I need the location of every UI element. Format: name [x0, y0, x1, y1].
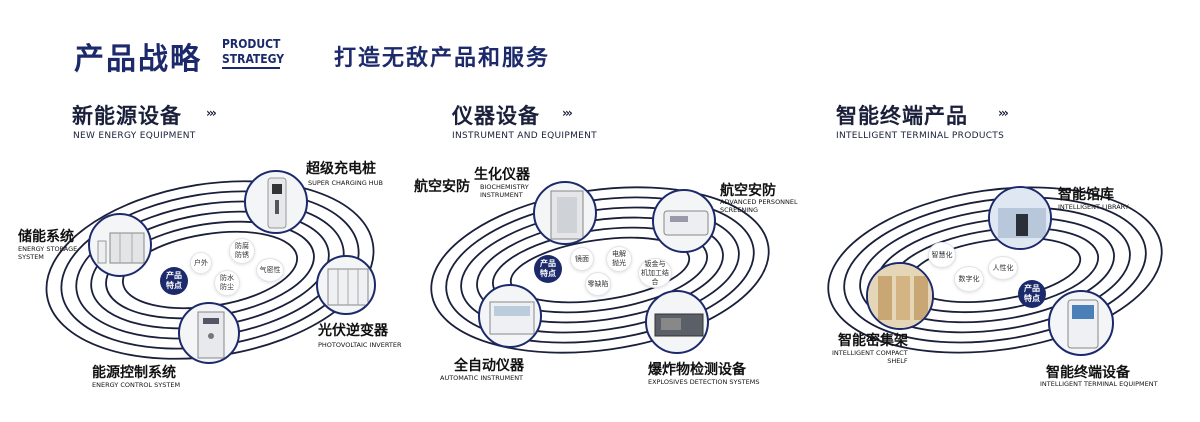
product-label: 航空安防 — [720, 183, 776, 199]
feature-bubble: 防腐 防锈 — [229, 238, 255, 264]
pv-inverter-photo — [316, 255, 376, 315]
product-label: 智能密集架 — [838, 333, 908, 349]
feature-bubble: 电解 抛光 — [606, 246, 632, 272]
product-label-en: AUTOMATIC INSTRUMENT — [440, 374, 524, 382]
product-label: 全自动仪器 — [454, 358, 524, 374]
arrows-icon: ››› — [562, 106, 573, 120]
section-title-new-energy: 新能源设备 — [72, 104, 182, 128]
product-label-en: ENERGY STORAGE SYSTEM — [18, 245, 78, 261]
feature-bubble: 零缺陷 — [585, 272, 611, 296]
feature-bubble: 智慧化 — [928, 242, 956, 268]
section-title-en-terminal: INTELLIGENT TERMINAL PRODUCTS — [836, 131, 1005, 141]
arrows-icon: ››› — [206, 106, 217, 120]
feature-bubble: 户外 — [190, 252, 212, 274]
page-subtitle: 打造无敌产品和服务 — [334, 46, 551, 71]
ring-diagram-terminal — [827, 186, 1163, 354]
product-label-en: INTELLIGENT LIBRARY — [1058, 203, 1129, 211]
product-label: 航空安防 — [414, 179, 470, 195]
product-label: 智能馆库 — [1058, 187, 1114, 203]
screening-photo — [652, 189, 716, 253]
product-label: 光伏逆变器 — [318, 323, 388, 339]
core-badge: 产品 特点 — [160, 267, 188, 295]
product-label-en: ENERGY CONTROL SYSTEM — [92, 381, 181, 389]
product-label-en: INTELLIGENT COMPACT SHELF — [832, 349, 908, 365]
section-title-instrument: 仪器设备 — [452, 104, 540, 128]
section-title-terminal: 智能终端产品 — [836, 104, 968, 128]
product-label: 能源控制系统 — [92, 365, 176, 381]
charging-pile-photo — [244, 170, 308, 234]
product-label: 储能系统 — [18, 229, 74, 245]
page-title-en: PRODUCT STRATEGY — [222, 37, 285, 66]
core-badge: 产品 特点 — [1018, 280, 1046, 308]
product-label: 超级充电桩 — [306, 161, 376, 177]
energy-control-photo — [178, 302, 240, 364]
product-label-en: EXPLOSIVES DETECTION SYSTEMS — [648, 378, 760, 386]
feature-bubble: 数字化 — [954, 266, 984, 292]
compact-shelf-photo — [866, 262, 934, 330]
product-label-en: INTELLIGENT TERMINAL EQUIPMENT — [1040, 380, 1158, 388]
title-underline — [222, 67, 280, 69]
product-label-en: SUPER CHARGING HUB — [308, 179, 383, 187]
product-label: 智能终端设备 — [1046, 365, 1130, 381]
feature-bubble: 镜面 — [570, 247, 594, 271]
product-label-en: PHOTOVOLTAIC INVERTER — [318, 341, 402, 349]
core-badge: 产品 特点 — [534, 255, 562, 283]
page-title: 产品战略 — [74, 42, 202, 77]
biochemistry-photo — [533, 181, 597, 245]
product-label: 生化仪器 — [474, 167, 530, 183]
explosives-detection-photo — [645, 290, 709, 354]
product-label: 爆炸物检测设备 — [648, 362, 746, 378]
feature-bubble: 钣金与 机加工结合 — [638, 258, 672, 288]
feature-bubble: 气密性 — [256, 258, 284, 282]
feature-bubble: 防水 防尘 — [214, 270, 240, 296]
automatic-instrument-photo — [478, 284, 542, 348]
feature-bubble: 人性化 — [988, 256, 1018, 280]
product-label-en: ADVANCED PERSONNEL SCREENING — [720, 198, 798, 214]
section-title-en-instrument: INSTRUMENT AND EQUIPMENT — [452, 131, 597, 141]
arrows-icon: ››› — [998, 106, 1009, 120]
terminal-photo — [1048, 290, 1114, 356]
library-photo — [988, 186, 1052, 250]
energy-storage-photo — [88, 213, 152, 277]
section-title-en-new-energy: NEW ENERGY EQUIPMENT — [73, 131, 196, 141]
product-label-en: BIOCHEMISTRY INSTRUMENT — [480, 183, 529, 199]
